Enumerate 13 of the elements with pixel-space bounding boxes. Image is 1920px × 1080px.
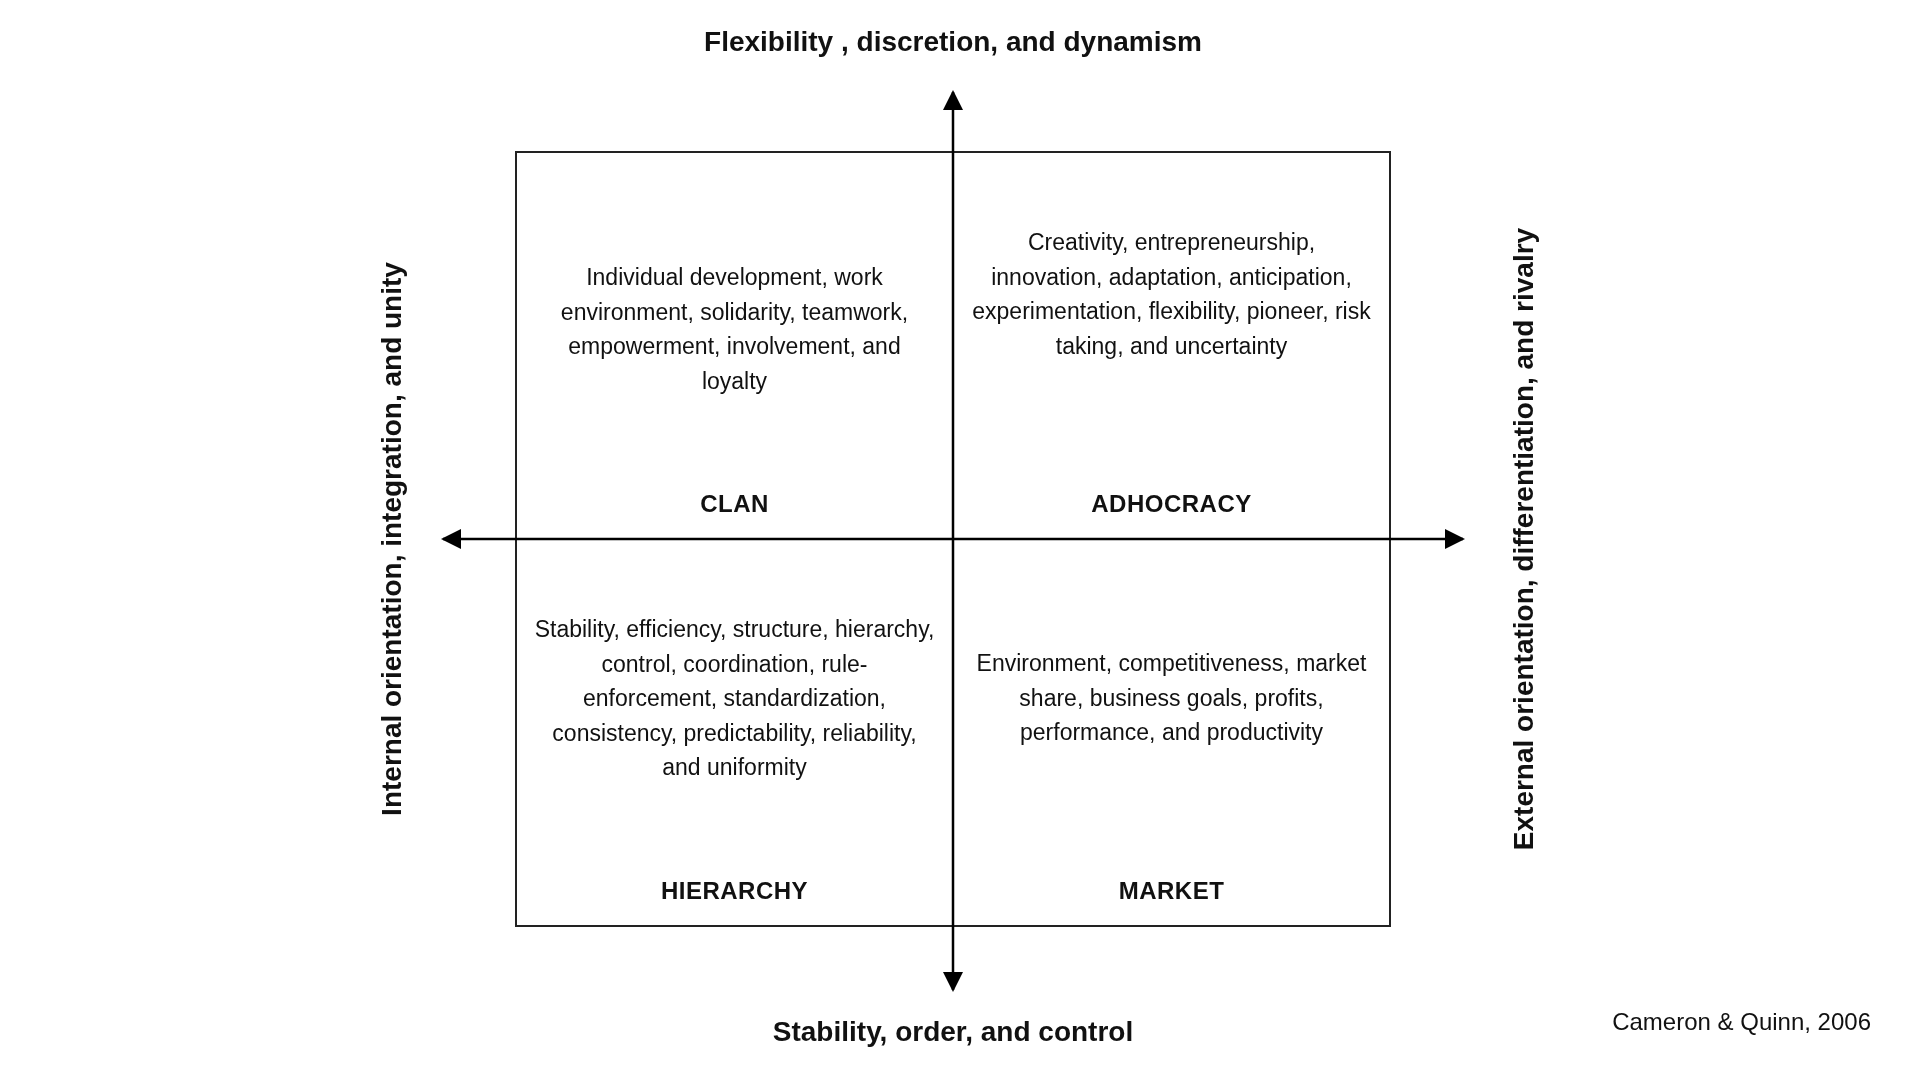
quadrant-description: Environment, competitiveness, market share, business goals, profits, performance, and productivity xyxy=(975,649,1368,747)
axis-title: Stability, order, and control xyxy=(772,1016,1134,1048)
quadrant-description: Individual development, work environment, solidarity, teamwork, empowerment, involvement, and loyalty xyxy=(559,263,910,396)
quadrant-heading: CLAN xyxy=(700,490,769,518)
quadrant-heading: ADHOCRACY xyxy=(1091,490,1252,518)
quadrant-description: Stability, efficiency, structure, hierarchy, control, coordination, rule-enforcement, standardization, consistency, predictability, reliability, and uniformity xyxy=(534,615,935,782)
quadrant-heading: MARKET xyxy=(1118,877,1225,905)
quadrant-heading: HIERARCHY xyxy=(660,877,809,905)
axis-title: External orientation, differentiation, and rivalry xyxy=(1508,227,1540,851)
source-citation: Cameron & Quinn, 2006 xyxy=(1612,1008,1871,1036)
quadrant-description: Creativity, entrepreneurship, innovation, adaptation, anticipation, experimentation, flexibility, pioneer, risk taking, and uncertainty xyxy=(971,228,1372,361)
axis-title: Flexibility , discretion, and dynamism xyxy=(704,26,1202,58)
axis-title: Internal orientation, integration, and unity xyxy=(376,262,408,816)
